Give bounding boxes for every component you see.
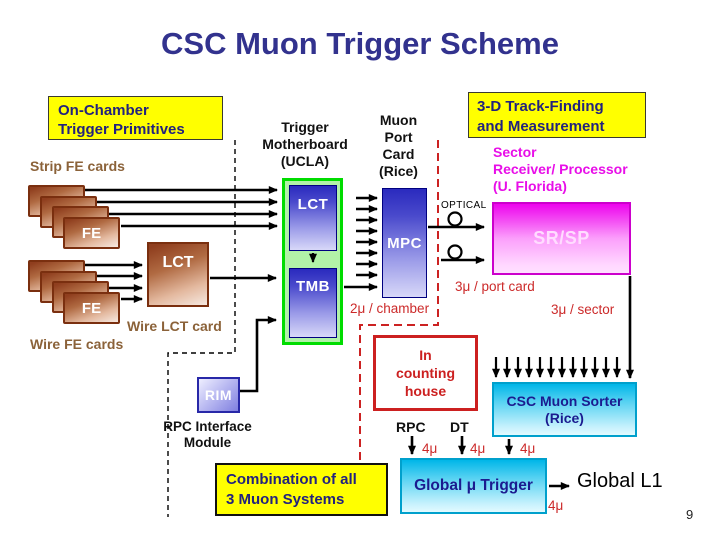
mpc-label-line1: Muon [379, 112, 418, 128]
combination-box: Combination of all 3 Muon Systems [215, 463, 388, 516]
page-number: 9 [686, 507, 694, 522]
slide-title: CSC Muon Trigger Scheme [161, 26, 559, 61]
tmb-label-line1: Trigger [281, 119, 329, 135]
tmb-label-line2: Motherboard [262, 136, 348, 152]
ich-line3: house [404, 383, 447, 399]
mpc-label-line3: Card [382, 146, 415, 162]
mpc-to-srsp-optical-links [428, 211, 485, 264]
sorter-line1: CSC Muon Sorter [506, 392, 623, 409]
four-mu-gmt-label: 4μ [548, 498, 564, 513]
sp-label-line3: (U. Florida) [493, 178, 567, 194]
track-finding-line1: 3-D Track-Finding [477, 98, 604, 115]
optical-label: OPTICAL [441, 200, 487, 211]
mpc-label-line2: Port [384, 129, 413, 145]
dt-label: DT [450, 419, 469, 435]
mpc-label-line4: (Rice) [379, 163, 418, 179]
sp-label-line2: Receiver/ Processor [493, 161, 628, 177]
wire-lct-card-label: Wire LCT card [127, 318, 222, 334]
in-counting-house-box: In counting house [373, 335, 478, 411]
rpc-interface-line2: Module [183, 435, 232, 450]
fe-card-front: FE [63, 292, 120, 324]
three-mu-per-port-card-label: 3μ / port card [455, 279, 535, 294]
track-finding-line2: and Measurement [477, 118, 605, 135]
sector-processor-label: Sector Receiver/ Processor (U. Florida) [493, 144, 628, 195]
on-chamber-line2: Trigger Primitives [58, 121, 185, 138]
rpc-interface-line1: RPC Interface [163, 419, 252, 434]
on-chamber-trigger-primitives-box: On-Chamber Trigger Primitives [48, 96, 223, 140]
four-mu-rpc-label: 4μ [422, 441, 438, 456]
combination-line2: 3 Muon Systems [226, 491, 345, 508]
tmb-label-line3: (UCLA) [280, 153, 330, 169]
track-finding-box: 3-D Track-Finding and Measurement [468, 92, 646, 138]
csc-muon-sorter-box: CSC Muon Sorter (Rice) [492, 382, 637, 437]
sector-to-sorter-arrows [492, 357, 621, 378]
wire-fe-cards-label: Wire FE cards [30, 336, 124, 352]
mpc-box: MPC [382, 188, 427, 298]
fe-card-front: FE [63, 217, 120, 249]
combination-line1: Combination of all [226, 471, 357, 488]
ich-line1: In [419, 347, 432, 363]
four-mu-dt-label: 4μ [470, 441, 486, 456]
srsp-box: SR/SP [492, 202, 631, 275]
three-mu-per-sector-label: 3μ / sector [551, 302, 615, 317]
rim-to-tmb-arrow [240, 316, 277, 393]
tmb-box: TMB [289, 268, 337, 338]
sorter-line2: (Rice) [545, 409, 584, 426]
sp-label-line1: Sector [493, 144, 537, 160]
on-chamber-line1: On-Chamber [58, 102, 149, 119]
optical-fiber-icon [447, 244, 463, 260]
strip-fe-cards-label: Strip FE cards [30, 158, 125, 174]
tmb-to-mpc-arrows [344, 194, 378, 291]
rpc-label: RPC [396, 419, 426, 435]
optical-fiber-icon [447, 211, 463, 227]
rim-box: RIM [197, 377, 240, 413]
global-mu-trigger-box: Global μ Trigger [400, 458, 547, 514]
lct-box: LCT [289, 185, 337, 251]
global-l1-label: Global L1 [577, 470, 663, 492]
rpc-interface-module-label: RPC Interface Module [155, 419, 260, 451]
ich-line2: counting [395, 365, 456, 381]
two-mu-per-chamber-label: 2μ / chamber [350, 301, 430, 316]
trigger-motherboard-label: Trigger Motherboard (UCLA) [247, 119, 363, 170]
wire-lct-box: LCT [147, 242, 209, 307]
four-mu-csc-label: 4μ [520, 441, 536, 456]
muon-port-card-label: Muon Port Card (Rice) [371, 112, 426, 180]
